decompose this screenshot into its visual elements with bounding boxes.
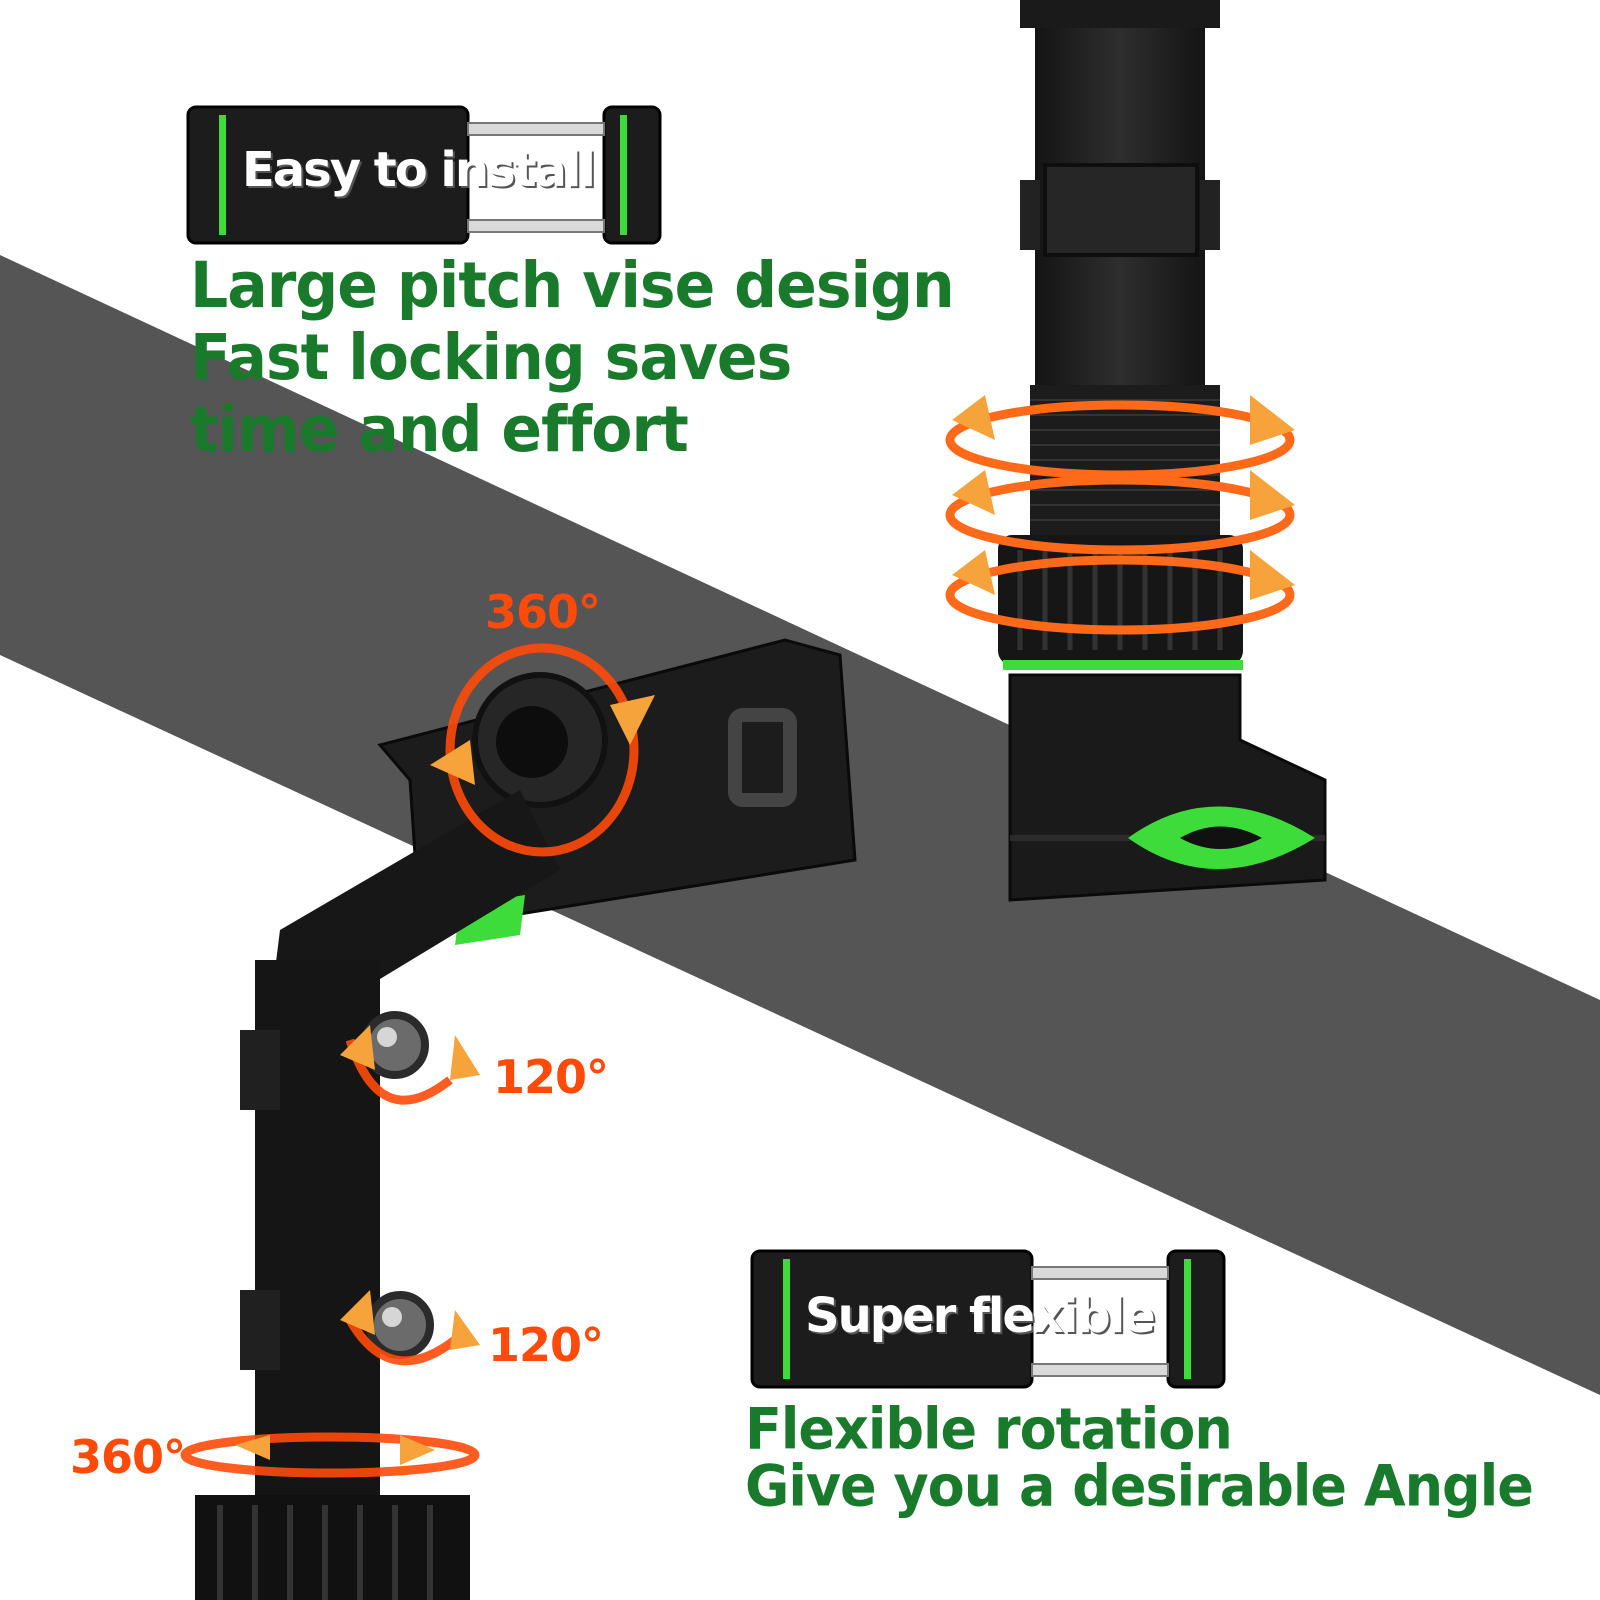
angle-label-clamp: 360°: [485, 585, 601, 639]
angle-label-upper-joint: 120°: [493, 1050, 609, 1104]
feature-line-2: Fast locking saves: [190, 321, 792, 395]
badge-label-super-flexible: Super flexible: [805, 1288, 1156, 1344]
feature-bottom-line-1: Flexible rotation: [745, 1395, 1233, 1463]
angle-label-base: 360°: [70, 1430, 186, 1484]
badge-label-easy-install: Easy to install: [242, 142, 596, 198]
feature-line-3: time and effort: [190, 393, 689, 467]
feature-line-1: Large pitch vise design: [190, 249, 955, 323]
angle-label-lower-joint: 120°: [488, 1318, 604, 1372]
feature-bottom-line-2: Give you a desirable Angle: [745, 1452, 1534, 1520]
